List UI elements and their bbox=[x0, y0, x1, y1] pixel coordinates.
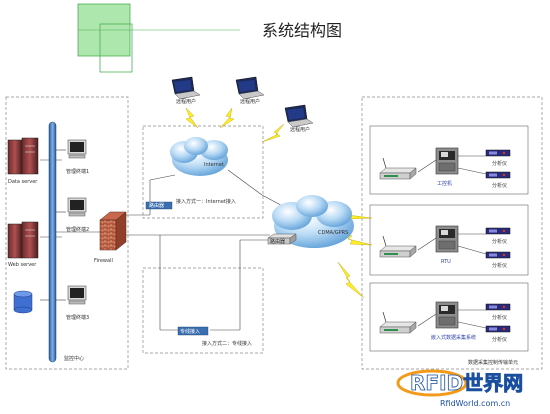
site-2-analyzer-1-icon bbox=[485, 227, 511, 235]
remote-user-3-icon bbox=[284, 104, 314, 128]
site-1-analyzer-2-label: 分析仪 bbox=[492, 182, 507, 189]
site-2-analyzer-1-label: 分析仪 bbox=[492, 238, 507, 245]
monitor-center-label: 监控中心 bbox=[64, 355, 84, 362]
network-bus bbox=[48, 121, 57, 363]
page-title: 系统结构图 bbox=[262, 21, 342, 40]
web-server-label: Web server bbox=[8, 262, 37, 268]
terminal-2-icon bbox=[67, 197, 87, 217]
lightning-icon bbox=[219, 107, 235, 129]
site-3-station-icon bbox=[435, 301, 459, 329]
site-1-modem-icon bbox=[379, 157, 417, 180]
site-3-analyzer-link bbox=[457, 321, 487, 329]
access-mode-two-label: 接入方式二：专线接入 bbox=[202, 340, 252, 347]
field-unit-region bbox=[361, 96, 543, 370]
internet-access-region bbox=[142, 125, 264, 219]
site-3-analyzer-2-label: 分析仪 bbox=[492, 336, 507, 343]
site-2-analyzer-2-label: 分析仪 bbox=[492, 262, 507, 269]
terminal-1-label: 管理终端1 bbox=[66, 168, 89, 175]
firewall-icon bbox=[99, 211, 127, 251]
site-2-station-icon bbox=[435, 225, 459, 253]
access-mode-one-label: 接入方式一：Internet接入 bbox=[176, 198, 236, 205]
dedicated-line-device-icon bbox=[177, 326, 209, 336]
site-1-link bbox=[417, 159, 437, 173]
dedicated-line-region bbox=[142, 267, 264, 354]
site-1-station-icon bbox=[435, 147, 459, 175]
lightning-icon bbox=[185, 107, 199, 129]
site-2-station-label: RTU bbox=[441, 259, 451, 265]
remote-user-1-label: 远程用户 bbox=[176, 98, 196, 105]
remote-user-3-label: 远程用户 bbox=[290, 126, 310, 133]
remote-user-2-icon bbox=[235, 76, 265, 100]
dedicated-line-device-label: 专线接入 bbox=[180, 328, 200, 335]
site-2-analyzer-link bbox=[457, 245, 487, 255]
logo-url: RfidWorld.com.cn bbox=[440, 399, 510, 408]
web-server-icon bbox=[7, 221, 39, 259]
site-3-link bbox=[417, 313, 437, 327]
site-1-analyzer-1-icon bbox=[485, 149, 511, 157]
site-box-3 bbox=[369, 282, 529, 352]
site-3-analyzer-2-icon bbox=[485, 325, 511, 333]
site-3-analyzer-1-icon bbox=[485, 303, 511, 311]
database-icon bbox=[13, 290, 33, 314]
rfid-world-logo: RFID世界网 RfidWorld.com.cn bbox=[396, 369, 524, 408]
site-2-link bbox=[417, 237, 437, 251]
remote-user-1-icon bbox=[171, 76, 201, 100]
lightning-icon bbox=[261, 123, 285, 143]
central-router-label: 路由器 bbox=[270, 238, 285, 245]
site-2-analyzer-2-icon bbox=[485, 251, 511, 259]
site-box-2 bbox=[369, 204, 529, 276]
central-router-icon bbox=[267, 233, 297, 245]
firewall-label: Firewall bbox=[94, 258, 113, 264]
router-left-label: 路由器 bbox=[149, 202, 164, 209]
header-decoration bbox=[77, 3, 240, 73]
router-left-icon bbox=[145, 201, 173, 210]
internet-cloud-label: Internet bbox=[204, 162, 224, 168]
data-server-icon bbox=[7, 137, 39, 175]
site-1-station-label: 工控机 bbox=[437, 180, 452, 187]
site-3-station-label: 嵌入式数据采集系统 bbox=[431, 334, 476, 341]
terminal-3-icon bbox=[67, 285, 87, 305]
lightning-icon bbox=[337, 261, 365, 299]
site-2-modem-icon bbox=[379, 235, 417, 258]
terminal-1-icon bbox=[67, 139, 87, 159]
data-server-label: Data server bbox=[8, 179, 38, 185]
remote-user-2-label: 远程用户 bbox=[240, 98, 260, 105]
monitor-center-region bbox=[5, 96, 129, 370]
internet-cloud-icon bbox=[170, 137, 228, 176]
site-3-modem-icon bbox=[379, 311, 417, 334]
site-box-1 bbox=[369, 125, 529, 195]
cdma-gprs-label: CDMA/GPRS bbox=[318, 230, 348, 236]
terminal-2-label: 管理终端2 bbox=[66, 226, 89, 233]
site-1-analyzer-link bbox=[457, 167, 487, 175]
site-3-analyzer-1-label: 分析仪 bbox=[492, 314, 507, 321]
terminal-3-label: 管理终端3 bbox=[66, 314, 89, 321]
logo-brand: RFID世界网 bbox=[410, 371, 523, 395]
field-unit-label: 数据采集控制传输单元 bbox=[468, 359, 518, 366]
site-1-analyzer-2-icon bbox=[485, 171, 511, 179]
site-1-analyzer-1-label: 分析仪 bbox=[492, 160, 507, 167]
